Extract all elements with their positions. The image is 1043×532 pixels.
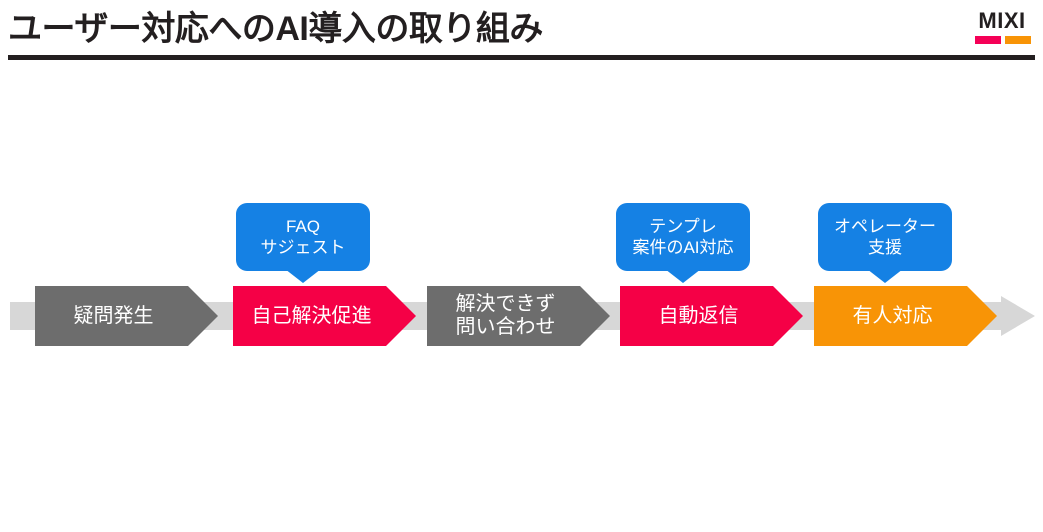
mixi-logo-pink-bar bbox=[975, 36, 1001, 44]
mixi-wordmark: MIXI bbox=[978, 8, 1026, 33]
flow-step-label: 疑問発生 bbox=[73, 304, 154, 327]
flow-diagram: 疑問発生 自己解決促進 解決できず 問い合わせ 自動返信 有人対応 FAQ サジ… bbox=[0, 180, 1043, 370]
callout-pointer-icon bbox=[285, 269, 321, 283]
page-title: ユーザー対応へのAI導入の取り組み bbox=[8, 10, 543, 48]
flow-step-label: 自動返信 bbox=[658, 304, 739, 327]
callout-bubble-3: オペレーター 支援 bbox=[818, 203, 952, 283]
mixi-logo-orange-bar bbox=[1005, 36, 1031, 44]
callout-label: オペレーター 支援 bbox=[834, 217, 936, 257]
flow-step-label: 解決できず 問い合わせ bbox=[455, 293, 556, 338]
callout-bubble-2: テンプレ 案件のAI対応 bbox=[616, 203, 750, 283]
callout-label: FAQ サジェスト bbox=[260, 217, 346, 257]
flow-step-1: 疑問発生 bbox=[35, 286, 218, 346]
flow-step-4: 自動返信 bbox=[620, 286, 803, 346]
flow-step-label: 自己解決促進 bbox=[251, 304, 372, 327]
flow-step-2: 自己解決促進 bbox=[233, 286, 416, 346]
flow-step-5: 有人対応 bbox=[814, 286, 997, 346]
slide-header: ユーザー対応へのAI導入の取り組み bbox=[0, 0, 1043, 62]
header-divider-rule bbox=[8, 55, 1035, 60]
callout-pointer-icon bbox=[867, 269, 903, 283]
callout-label: テンプレ 案件のAI対応 bbox=[632, 217, 734, 257]
flow-step-label: 有人対応 bbox=[852, 304, 933, 327]
mixi-logo: MIXI bbox=[969, 10, 1035, 44]
flow-step-3: 解決できず 問い合わせ bbox=[427, 286, 610, 346]
callout-pointer-icon bbox=[665, 269, 701, 283]
callout-bubble-1: FAQ サジェスト bbox=[236, 203, 370, 283]
